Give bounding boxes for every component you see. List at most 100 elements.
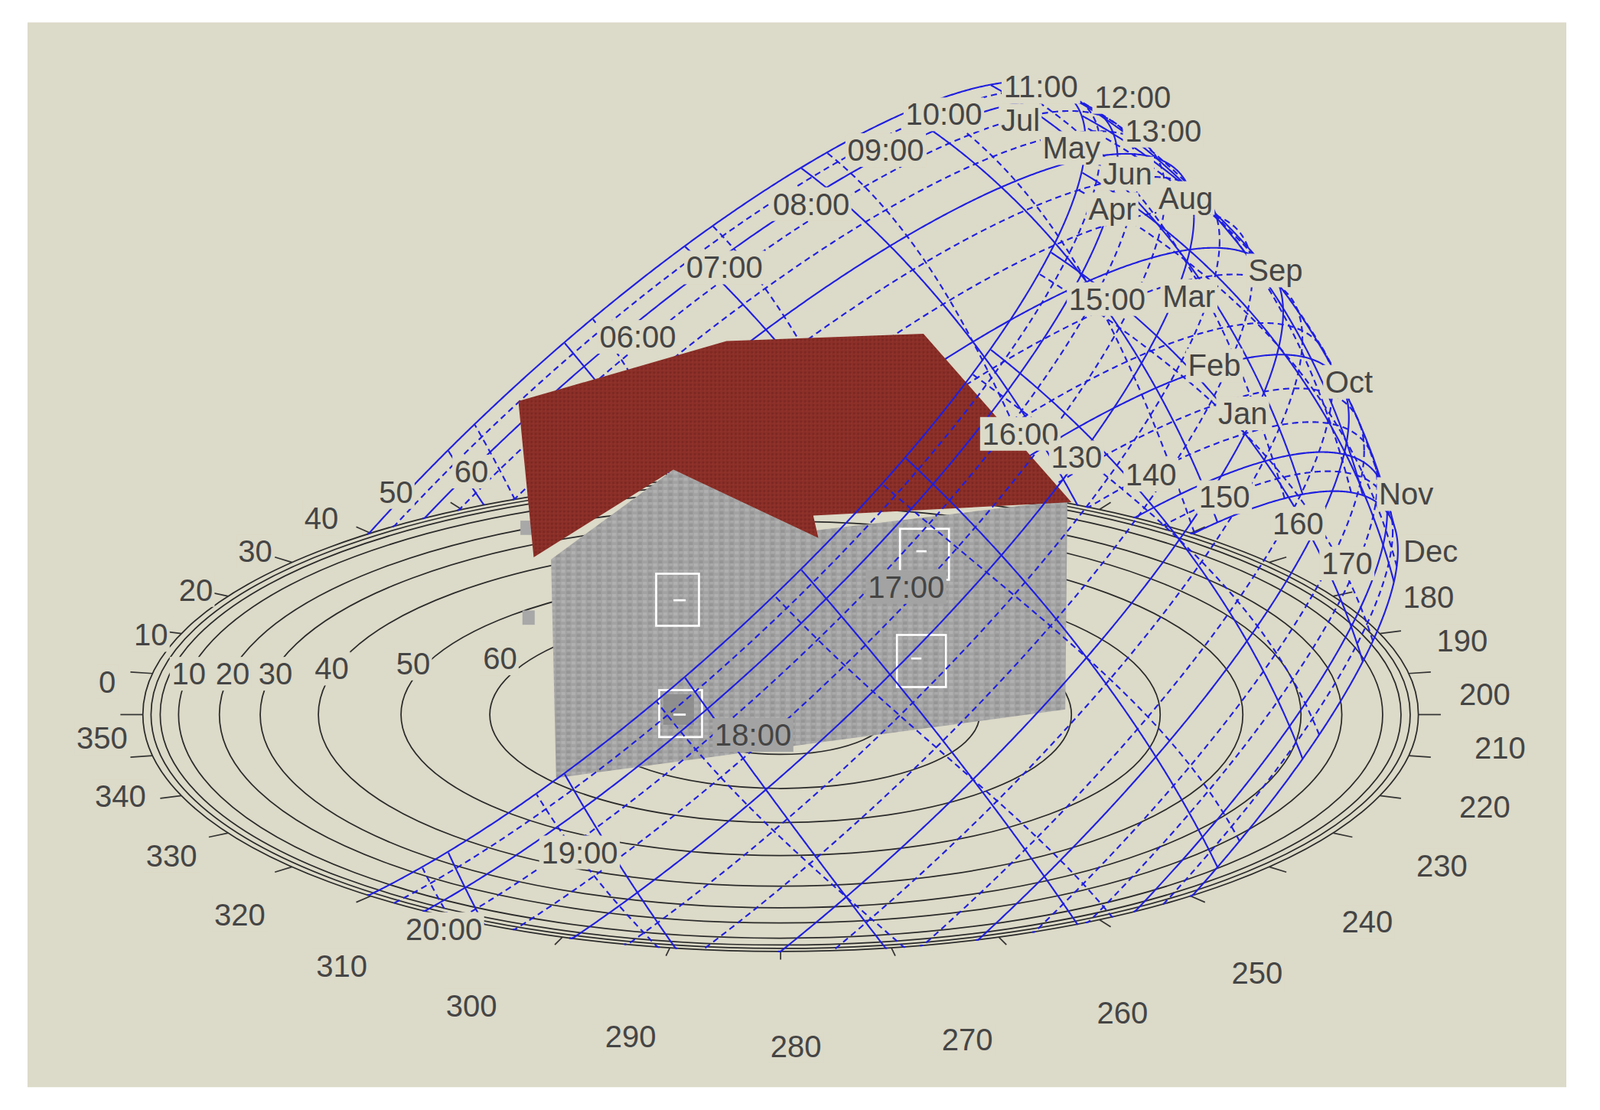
sun-path-line bbox=[422, 159, 1118, 911]
azimuth-tick bbox=[1269, 866, 1287, 872]
azimuth-tick bbox=[891, 947, 896, 956]
sun-path-line bbox=[512, 193, 1166, 929]
sun-path-line bbox=[656, 701, 906, 947]
azimuth-label: 290 bbox=[602, 1019, 659, 1053]
sun-path-line bbox=[536, 794, 660, 947]
sun-path-line bbox=[883, 484, 1240, 841]
azimuth-tick bbox=[1379, 630, 1402, 634]
sun-path-line bbox=[920, 386, 1333, 946]
altitude-label: 30 bbox=[256, 656, 295, 691]
azimuth-label: 200 bbox=[1456, 677, 1513, 711]
azimuth-label: 0 bbox=[96, 664, 118, 699]
azimuth-label: 40 bbox=[302, 501, 341, 535]
azimuth-ticks bbox=[120, 469, 1441, 959]
sun-path-line bbox=[1081, 172, 1394, 582]
sun-path-line bbox=[831, 338, 1303, 951]
altitude-label: 10 bbox=[169, 656, 209, 691]
sun-path-line bbox=[973, 374, 1320, 734]
azimuth-label: 30 bbox=[235, 534, 274, 568]
azimuth-label: 230 bbox=[1414, 848, 1470, 883]
azimuth-tick bbox=[779, 951, 782, 960]
azimuth-tick bbox=[998, 936, 1007, 945]
sun-path-line bbox=[1078, 189, 1398, 567]
sun-path-line bbox=[1081, 115, 1394, 525]
hour-label: 06:00 bbox=[597, 319, 678, 354]
sun-path-line bbox=[422, 867, 450, 917]
viewport-ground bbox=[27, 22, 1567, 1087]
sun-path-line bbox=[1134, 512, 1388, 912]
sun-path-line bbox=[624, 240, 1220, 944]
sun-path-line bbox=[1061, 90, 1352, 493]
azimuth-tick bbox=[356, 895, 372, 902]
azimuth-tick bbox=[159, 795, 182, 799]
azimuth-label: 180 bbox=[1401, 580, 1457, 614]
azimuth-label: 240 bbox=[1339, 904, 1395, 939]
azimuth-tick bbox=[1408, 671, 1431, 674]
hour-label: 17:00 bbox=[865, 570, 946, 604]
month-label: Feb bbox=[1186, 348, 1243, 382]
azimuth-label: 50 bbox=[376, 475, 415, 509]
month-label: May bbox=[1040, 130, 1103, 165]
azimuth-tick bbox=[120, 713, 143, 716]
azimuth-label: 160 bbox=[1270, 506, 1326, 541]
month-label: Nov bbox=[1376, 476, 1435, 511]
azimuth-label: 250 bbox=[1229, 955, 1285, 990]
azimuth-label: 150 bbox=[1196, 479, 1252, 514]
sun-path-line bbox=[1085, 483, 1378, 923]
hour-label: 20:00 bbox=[403, 912, 484, 946]
azimuth-label: 130 bbox=[1049, 439, 1105, 474]
altitude-label: 20 bbox=[213, 656, 252, 691]
hour-label: 10:00 bbox=[903, 97, 985, 131]
azimuth-label: 10 bbox=[131, 617, 170, 652]
azimuth-tick bbox=[1332, 832, 1353, 837]
hour-label: 07:00 bbox=[684, 250, 765, 284]
wall-notch bbox=[522, 609, 535, 625]
azimuth-tick bbox=[1418, 713, 1441, 716]
hour-label: 18:00 bbox=[712, 717, 793, 752]
hour-label: 13:00 bbox=[1123, 114, 1204, 148]
azimuth-label: 190 bbox=[1434, 623, 1490, 658]
hour-label: 09:00 bbox=[845, 133, 926, 167]
azimuth-label: 220 bbox=[1456, 788, 1513, 823]
azimuth-label: 280 bbox=[768, 1029, 824, 1063]
sun-path-line bbox=[684, 677, 887, 948]
azimuth-tick bbox=[208, 832, 229, 837]
month-label: Aug bbox=[1156, 181, 1216, 216]
azimuth-tick bbox=[665, 947, 670, 956]
azimuth-label: 340 bbox=[92, 778, 148, 813]
azimuth-tick bbox=[130, 671, 153, 674]
altitude-label: 40 bbox=[312, 651, 351, 685]
sun-path-line bbox=[1189, 550, 1398, 897]
azimuth-label: 270 bbox=[939, 1022, 995, 1056]
azimuth-tick bbox=[130, 755, 153, 757]
azimuth-tick bbox=[554, 936, 563, 945]
sun-path-line bbox=[990, 349, 1303, 759]
sun-path-lines bbox=[367, 140, 1398, 952]
hour-label: 11:00 bbox=[1001, 69, 1080, 104]
month-label: Jan bbox=[1215, 396, 1270, 431]
month-label: Dec bbox=[1401, 534, 1460, 568]
azimuth-tick bbox=[1379, 795, 1402, 799]
sun-path-line bbox=[392, 149, 1101, 903]
azimuth-label: 210 bbox=[1472, 730, 1528, 765]
azimuth-label: 260 bbox=[1094, 995, 1151, 1030]
azimuth-tick bbox=[1099, 501, 1112, 509]
sun-path-line bbox=[801, 570, 1079, 925]
month-label: Oct bbox=[1323, 364, 1376, 399]
azimuth-label: 140 bbox=[1123, 457, 1179, 492]
hour-label: 12:00 bbox=[1092, 80, 1174, 115]
azimuth-tick bbox=[1190, 895, 1206, 902]
azimuth-label: 350 bbox=[74, 720, 130, 755]
sun-path-line bbox=[1039, 273, 1374, 641]
altitude-label: 50 bbox=[394, 646, 433, 681]
azimuth-label: 330 bbox=[143, 838, 199, 873]
azimuth-tick bbox=[1408, 755, 1431, 757]
hour-label: 08:00 bbox=[770, 187, 851, 222]
house-roof bbox=[518, 333, 1072, 558]
azimuth-label: 310 bbox=[314, 948, 370, 983]
sun-path-line bbox=[367, 140, 1086, 895]
month-label: Apr bbox=[1086, 192, 1139, 226]
azimuth-label: 300 bbox=[443, 988, 499, 1023]
altitude-label: 60 bbox=[481, 641, 520, 675]
